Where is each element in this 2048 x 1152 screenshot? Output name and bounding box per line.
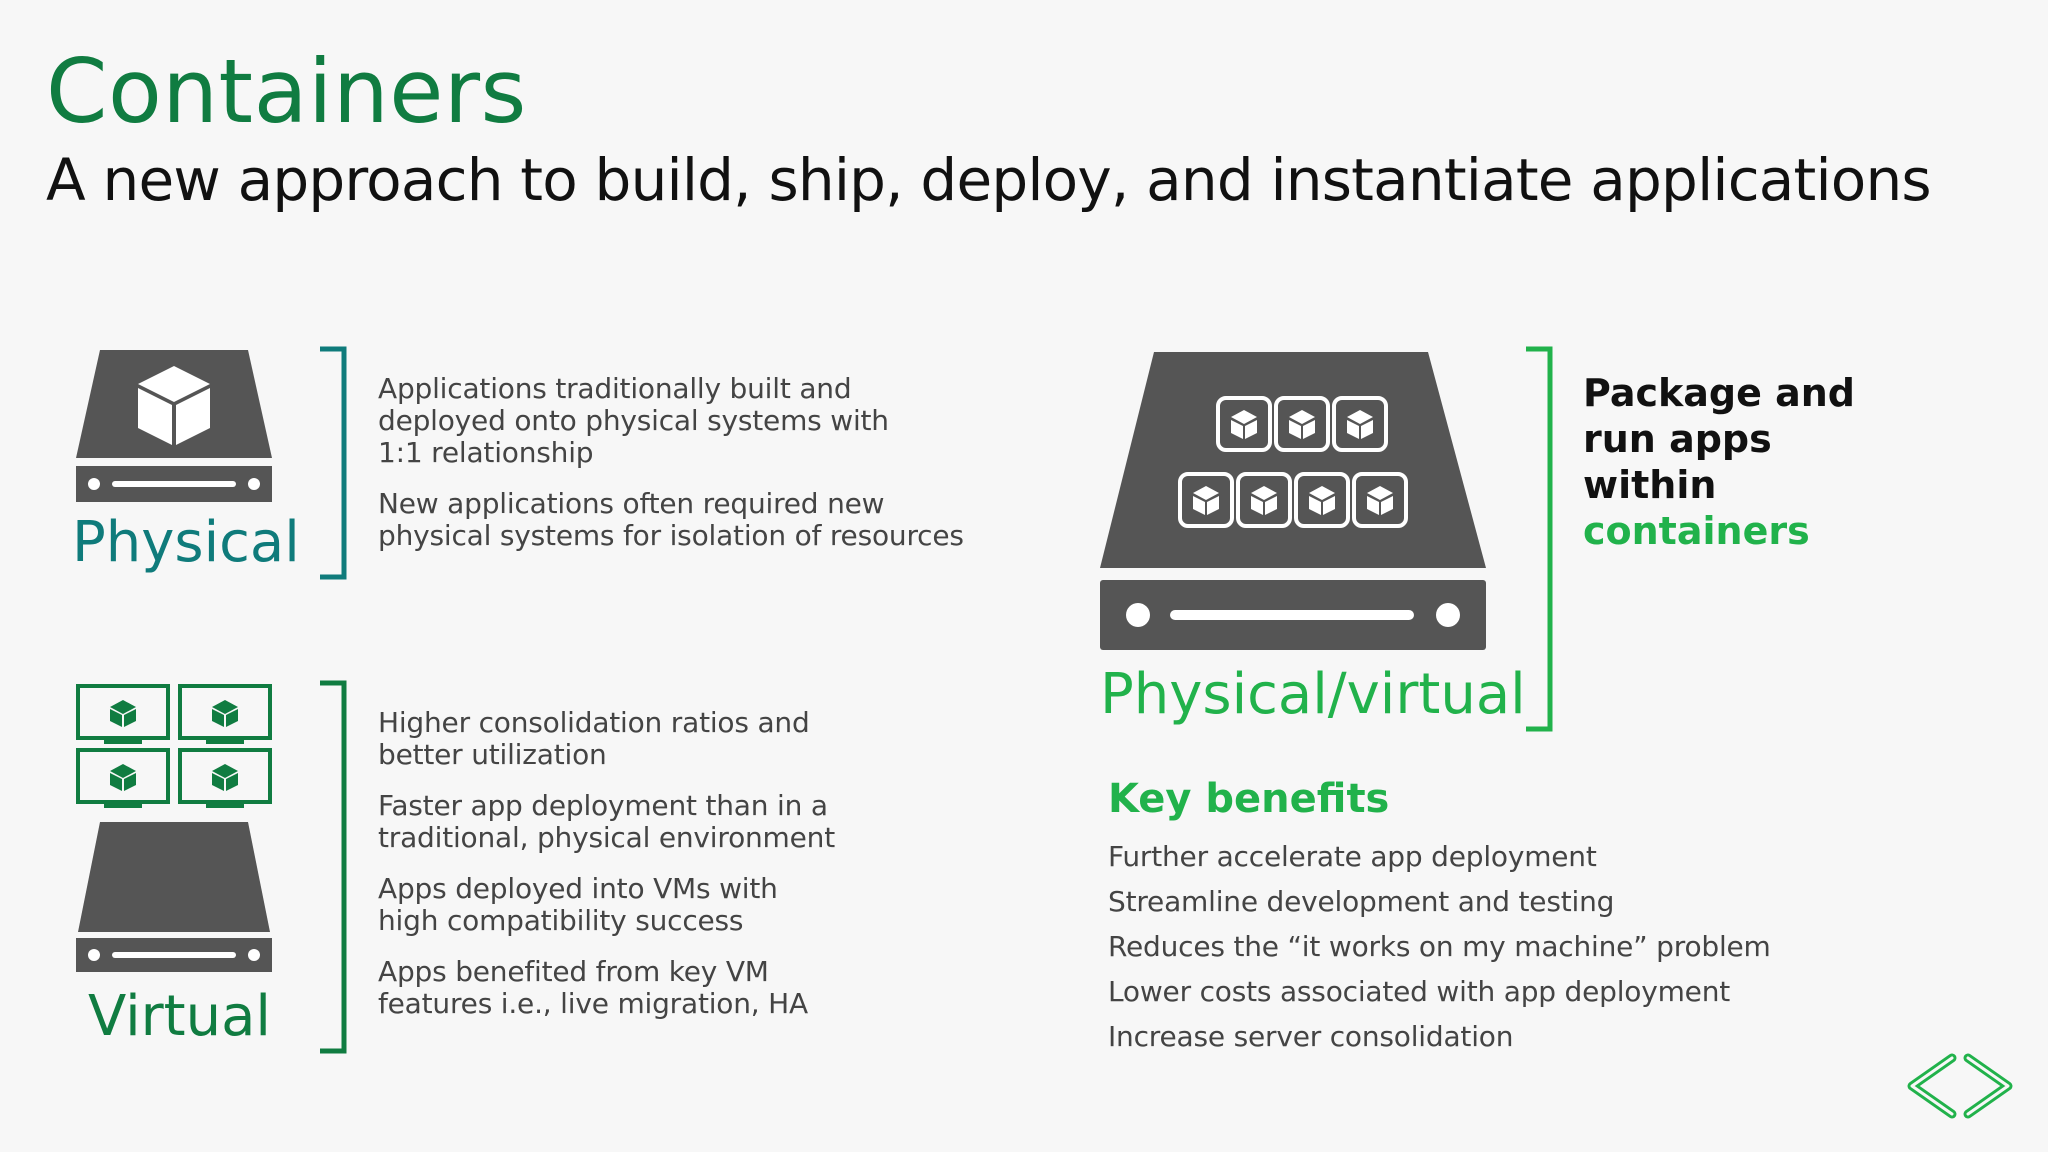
container-cube-icon	[1231, 420, 1243, 439]
virtual-bullet: Apps deployed into VMs with high compati…	[378, 872, 778, 937]
container-box	[1274, 396, 1330, 452]
container-cube-icon	[1251, 486, 1277, 500]
virtual-bullet: Faster app deployment than in a traditio…	[378, 789, 835, 854]
virtual-bracket	[318, 680, 348, 1058]
tagline-highlight: containers	[1583, 509, 1810, 553]
container-cube-icon	[1193, 486, 1219, 500]
container-box	[1178, 472, 1234, 528]
container-box	[1236, 472, 1292, 528]
benefit-item: Reduces the “it works on my machine” pro…	[1108, 930, 1771, 963]
virtual-machines-on-server-icon	[74, 682, 274, 978]
container-box	[1216, 396, 1272, 452]
prev-next-arrows-icon[interactable]	[1902, 1050, 2018, 1126]
containers-tagline: Package and run apps within containers	[1583, 370, 1855, 554]
slide-subtitle: A new approach to build, ship, deploy, a…	[46, 146, 1932, 214]
container-box	[1332, 396, 1388, 452]
container-box	[1352, 472, 1408, 528]
physical-virtual-label: Physical/virtual	[1100, 662, 1526, 727]
slide-title: Containers	[46, 40, 527, 143]
container-cube-icon	[1251, 496, 1263, 515]
container-cube-icon	[1347, 420, 1359, 439]
container-cube-icon	[1323, 496, 1335, 515]
physical-bullets: Applications traditionally built and dep…	[378, 373, 964, 571]
physical-label: Physical	[72, 510, 300, 575]
benefit-item: Streamline development and testing	[1108, 885, 1615, 918]
benefit-item: Further accelerate app deployment	[1108, 840, 1597, 873]
virtual-label: Virtual	[88, 984, 271, 1049]
physical-bracket	[318, 346, 348, 584]
container-cube-icon	[1347, 410, 1373, 424]
container-cube-icon	[1265, 496, 1277, 515]
physical-bullet: New applications often required new phys…	[378, 487, 964, 552]
container-cube-icon	[1245, 420, 1257, 439]
container-cube-icon	[1303, 420, 1315, 439]
benefit-item: Increase server consolidation	[1108, 1020, 1514, 1053]
virtual-bullets: Higher consolidation ratios and better u…	[378, 707, 835, 1039]
containers-bracket	[1524, 346, 1554, 736]
container-cube-icon	[1231, 410, 1257, 424]
virtual-bullet: Apps benefited from key VM features i.e.…	[378, 955, 808, 1020]
container-cube-icon	[1367, 486, 1393, 500]
container-cube-icon	[1289, 410, 1315, 424]
container-cube-icon	[1207, 496, 1219, 515]
server-with-cube-icon	[74, 348, 274, 510]
container-box	[1294, 472, 1350, 528]
container-cube-icon	[1309, 486, 1335, 500]
container-cube-icon	[1289, 420, 1301, 439]
tagline-line: Package and	[1583, 371, 1856, 415]
container-cube-icon	[1381, 496, 1393, 515]
tagline-line: run apps	[1583, 417, 1772, 461]
container-cube-icon	[1309, 496, 1321, 515]
physical-bullet: Applications traditionally built and dep…	[378, 372, 889, 469]
container-cube-icon	[1367, 496, 1379, 515]
virtual-bullet: Higher consolidation ratios and better u…	[378, 706, 810, 771]
container-cube-icon	[1193, 496, 1205, 515]
key-benefits-list: Further accelerate app deployment Stream…	[1108, 834, 1771, 1059]
server-with-containers-icon	[1098, 350, 1488, 656]
tagline-line: within	[1583, 463, 1717, 507]
benefit-item: Lower costs associated with app deployme…	[1108, 975, 1731, 1008]
key-benefits-title: Key benefits	[1108, 776, 1390, 822]
container-cube-icon	[1361, 420, 1373, 439]
